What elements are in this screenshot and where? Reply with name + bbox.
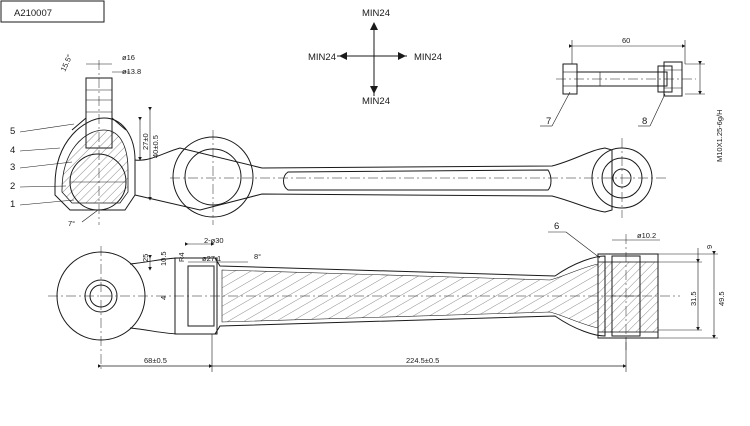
dim-224-5: 224.5±0.5	[406, 356, 439, 365]
dim-9: 9	[705, 245, 714, 249]
arm-web-slot	[283, 169, 552, 191]
height-27-dim: 27±0	[141, 133, 150, 150]
bolt-length-dim: 60	[622, 36, 630, 45]
ball-joint-housing	[54, 117, 136, 211]
bolt-detail: 60 M10X1.25-6g/H 7 8	[540, 36, 724, 162]
dim-r4: R4	[177, 252, 186, 262]
wrench-bottom: MIN24	[362, 96, 390, 107]
dim-49-5: 49.5	[717, 291, 726, 306]
hole-spec-dim: 2-ø30	[204, 236, 224, 245]
callouts-left: 5 4 3 2 1	[10, 123, 75, 210]
callout-3: 3	[10, 162, 15, 173]
bore-dia-dim: ø27.1	[202, 254, 221, 263]
bush-inner-dia-dim: ø10.2	[637, 231, 656, 240]
stud-dia-dim: ø16	[122, 53, 135, 62]
callout-6: 6	[554, 221, 559, 232]
callout-1: 1	[10, 199, 15, 210]
arrow-up-icon	[370, 22, 378, 30]
callout-4: 4	[10, 145, 15, 156]
dim-4: 4	[159, 296, 168, 300]
callout-8: 8	[642, 116, 647, 127]
arm-side-view: 2-ø30 ø27.1 8° 25 10.5 R4 4 ø10.2 9 31.5…	[48, 221, 726, 372]
dim-10-5: 10.5	[159, 251, 168, 266]
angle-8-dim: 8°	[254, 252, 261, 261]
wrench-right: MIN24	[414, 52, 442, 63]
dim-25: 25	[141, 254, 150, 262]
arrow-left-icon	[339, 52, 347, 60]
dim-31-5: 31.5	[689, 291, 698, 306]
callout-7: 7	[546, 116, 551, 127]
height-40-dim: 40±0.5	[151, 135, 160, 158]
cone-angle-dim: 15.5°	[59, 53, 75, 73]
part-code-box: A210007	[0, 0, 105, 23]
bolt-thread-spec: M10X1.25-6g/H	[715, 109, 724, 162]
callout-2: 2	[10, 181, 15, 192]
wrench-left: MIN24	[308, 52, 336, 63]
wrench-direction-cross: MIN24 MIN24 MIN24 MIN24	[308, 8, 442, 107]
wrench-top: MIN24	[362, 8, 390, 19]
callout-5: 5	[10, 126, 15, 137]
arrow-right-icon	[398, 52, 406, 60]
stud-taper-dim: ø13.8	[122, 67, 141, 76]
angle-7-dim: 7°	[68, 219, 75, 228]
arrow-down-icon	[370, 86, 378, 94]
dim-68: 68±0.5	[144, 356, 167, 365]
part-code: A210007	[14, 8, 52, 19]
